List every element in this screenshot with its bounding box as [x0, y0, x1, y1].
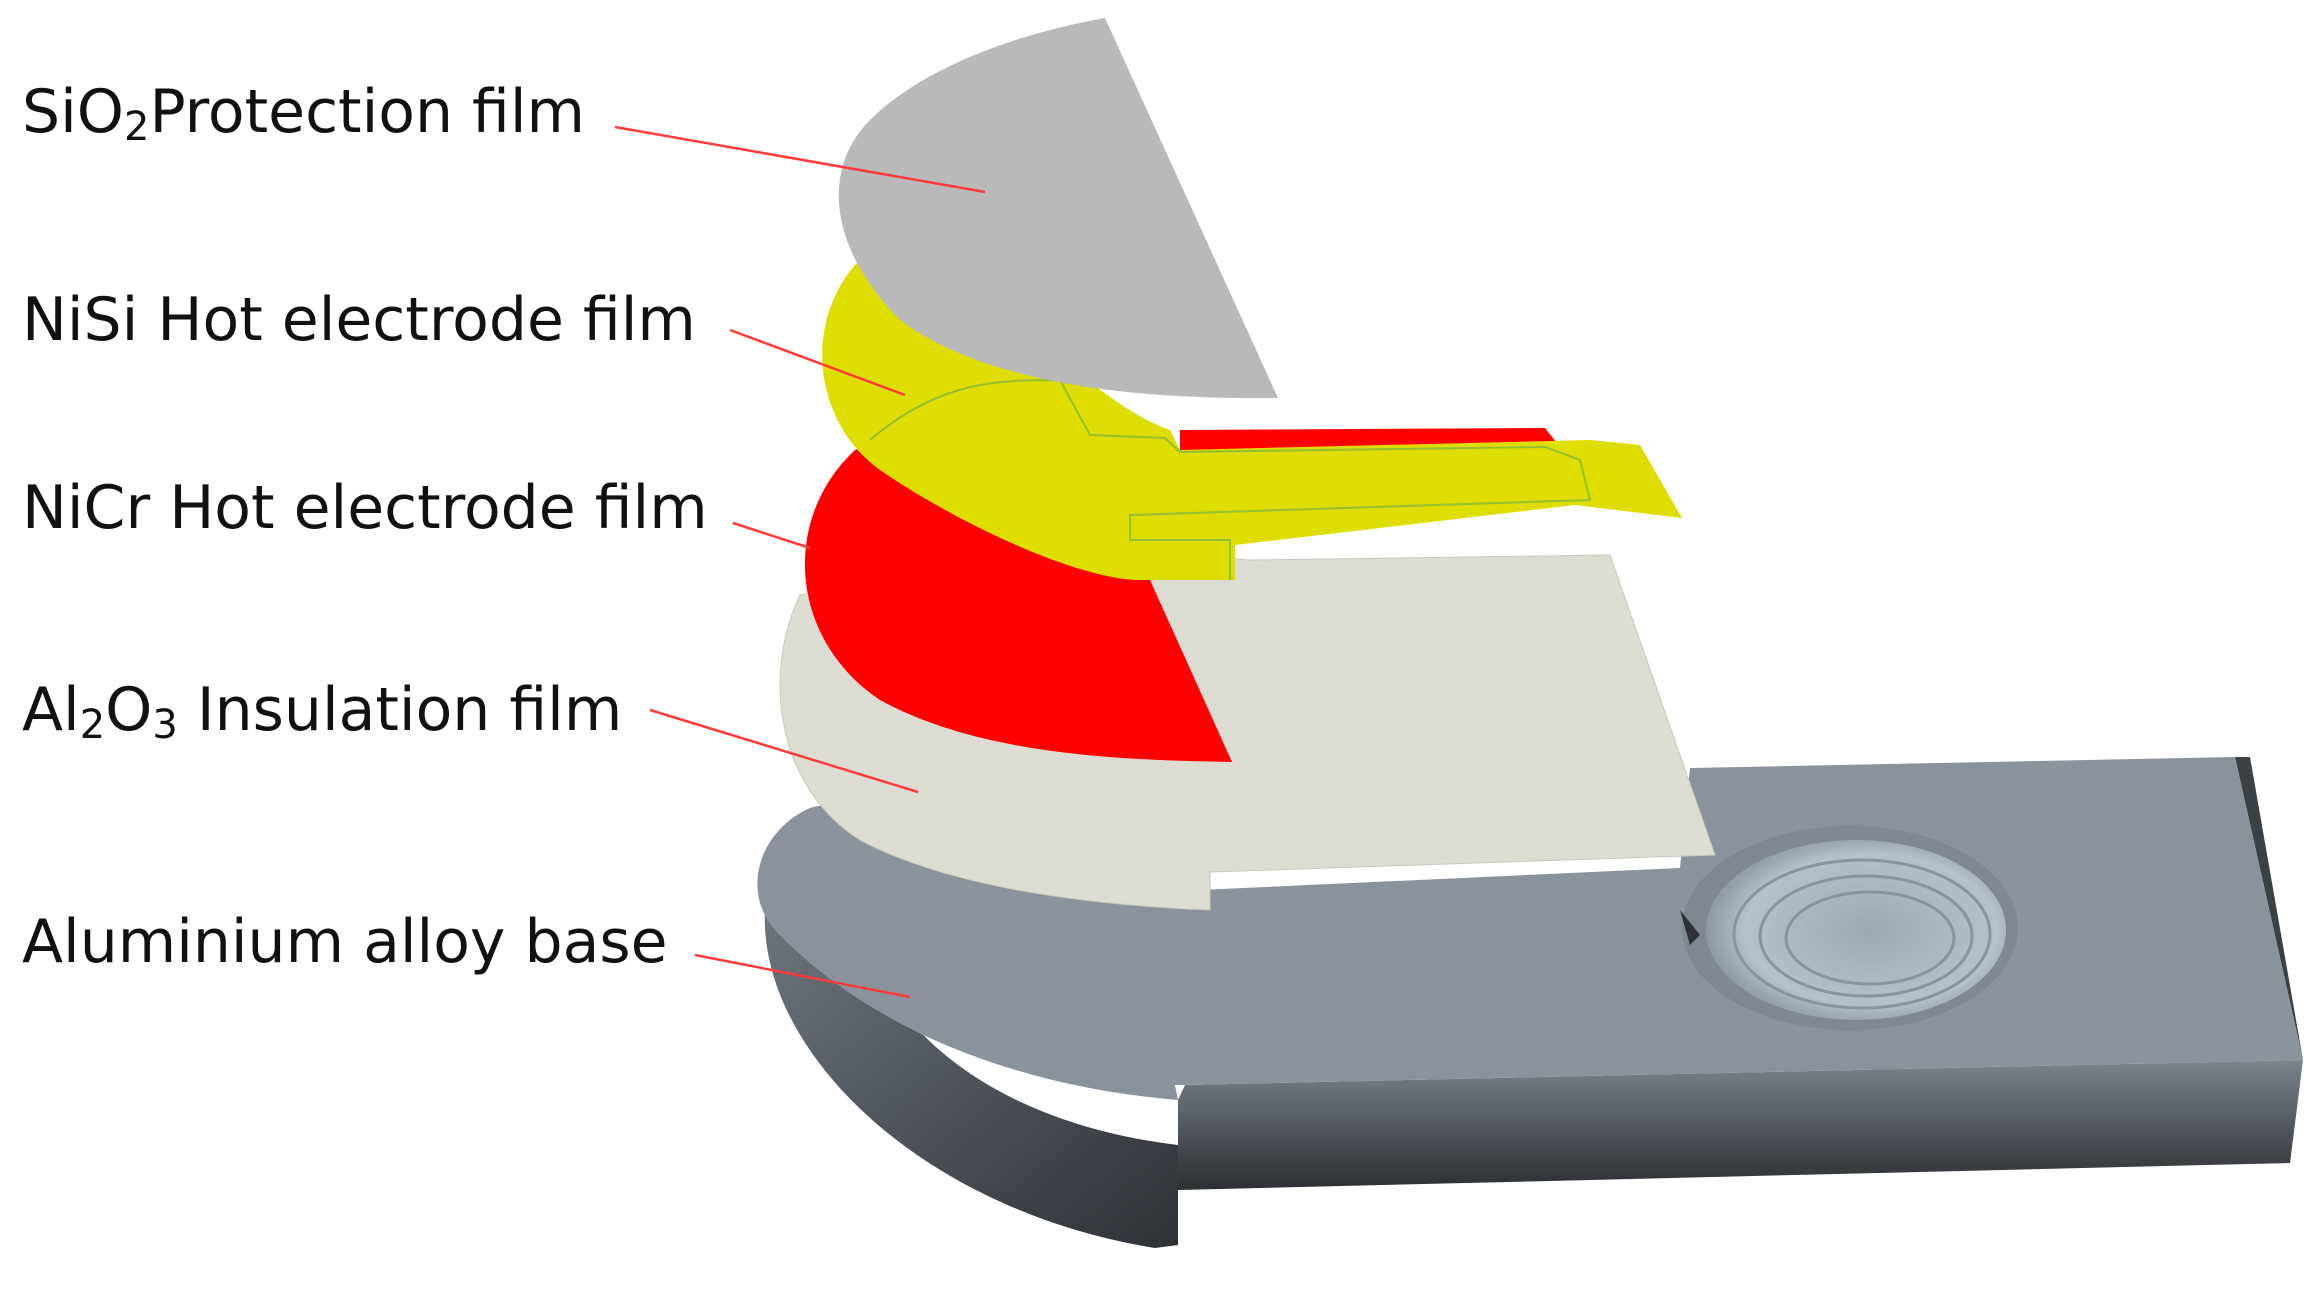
base-front-side	[1178, 1060, 2303, 1190]
threaded-hole	[1680, 826, 2018, 1030]
sio2-protection-film	[838, 18, 1278, 399]
leader-line-nisi	[729, 328, 906, 397]
label-al2o3-insulation-film: Al2O3 Insulation film	[22, 675, 622, 748]
label-nicr-hot-electrode-film: NiCr Hot electrode film	[22, 473, 708, 543]
label-sio2-protection-film: SiO2Protection film	[22, 77, 585, 150]
leader-line-al2o3	[649, 708, 919, 794]
nisi-hot-electrode-film	[822, 250, 1682, 580]
nicr-disc	[804, 441, 1232, 762]
aluminium-alloy-base	[757, 757, 2304, 1248]
leader-line-sio2	[614, 125, 986, 194]
nisi-trace-outline	[869, 378, 1592, 580]
label-aluminium-alloy-base: Aluminium alloy base	[22, 907, 668, 977]
leader-line-nicr	[732, 521, 811, 550]
leader-line-base	[694, 953, 911, 999]
label-nisi-hot-electrode-film: NiSi Hot electrode film	[22, 285, 696, 355]
